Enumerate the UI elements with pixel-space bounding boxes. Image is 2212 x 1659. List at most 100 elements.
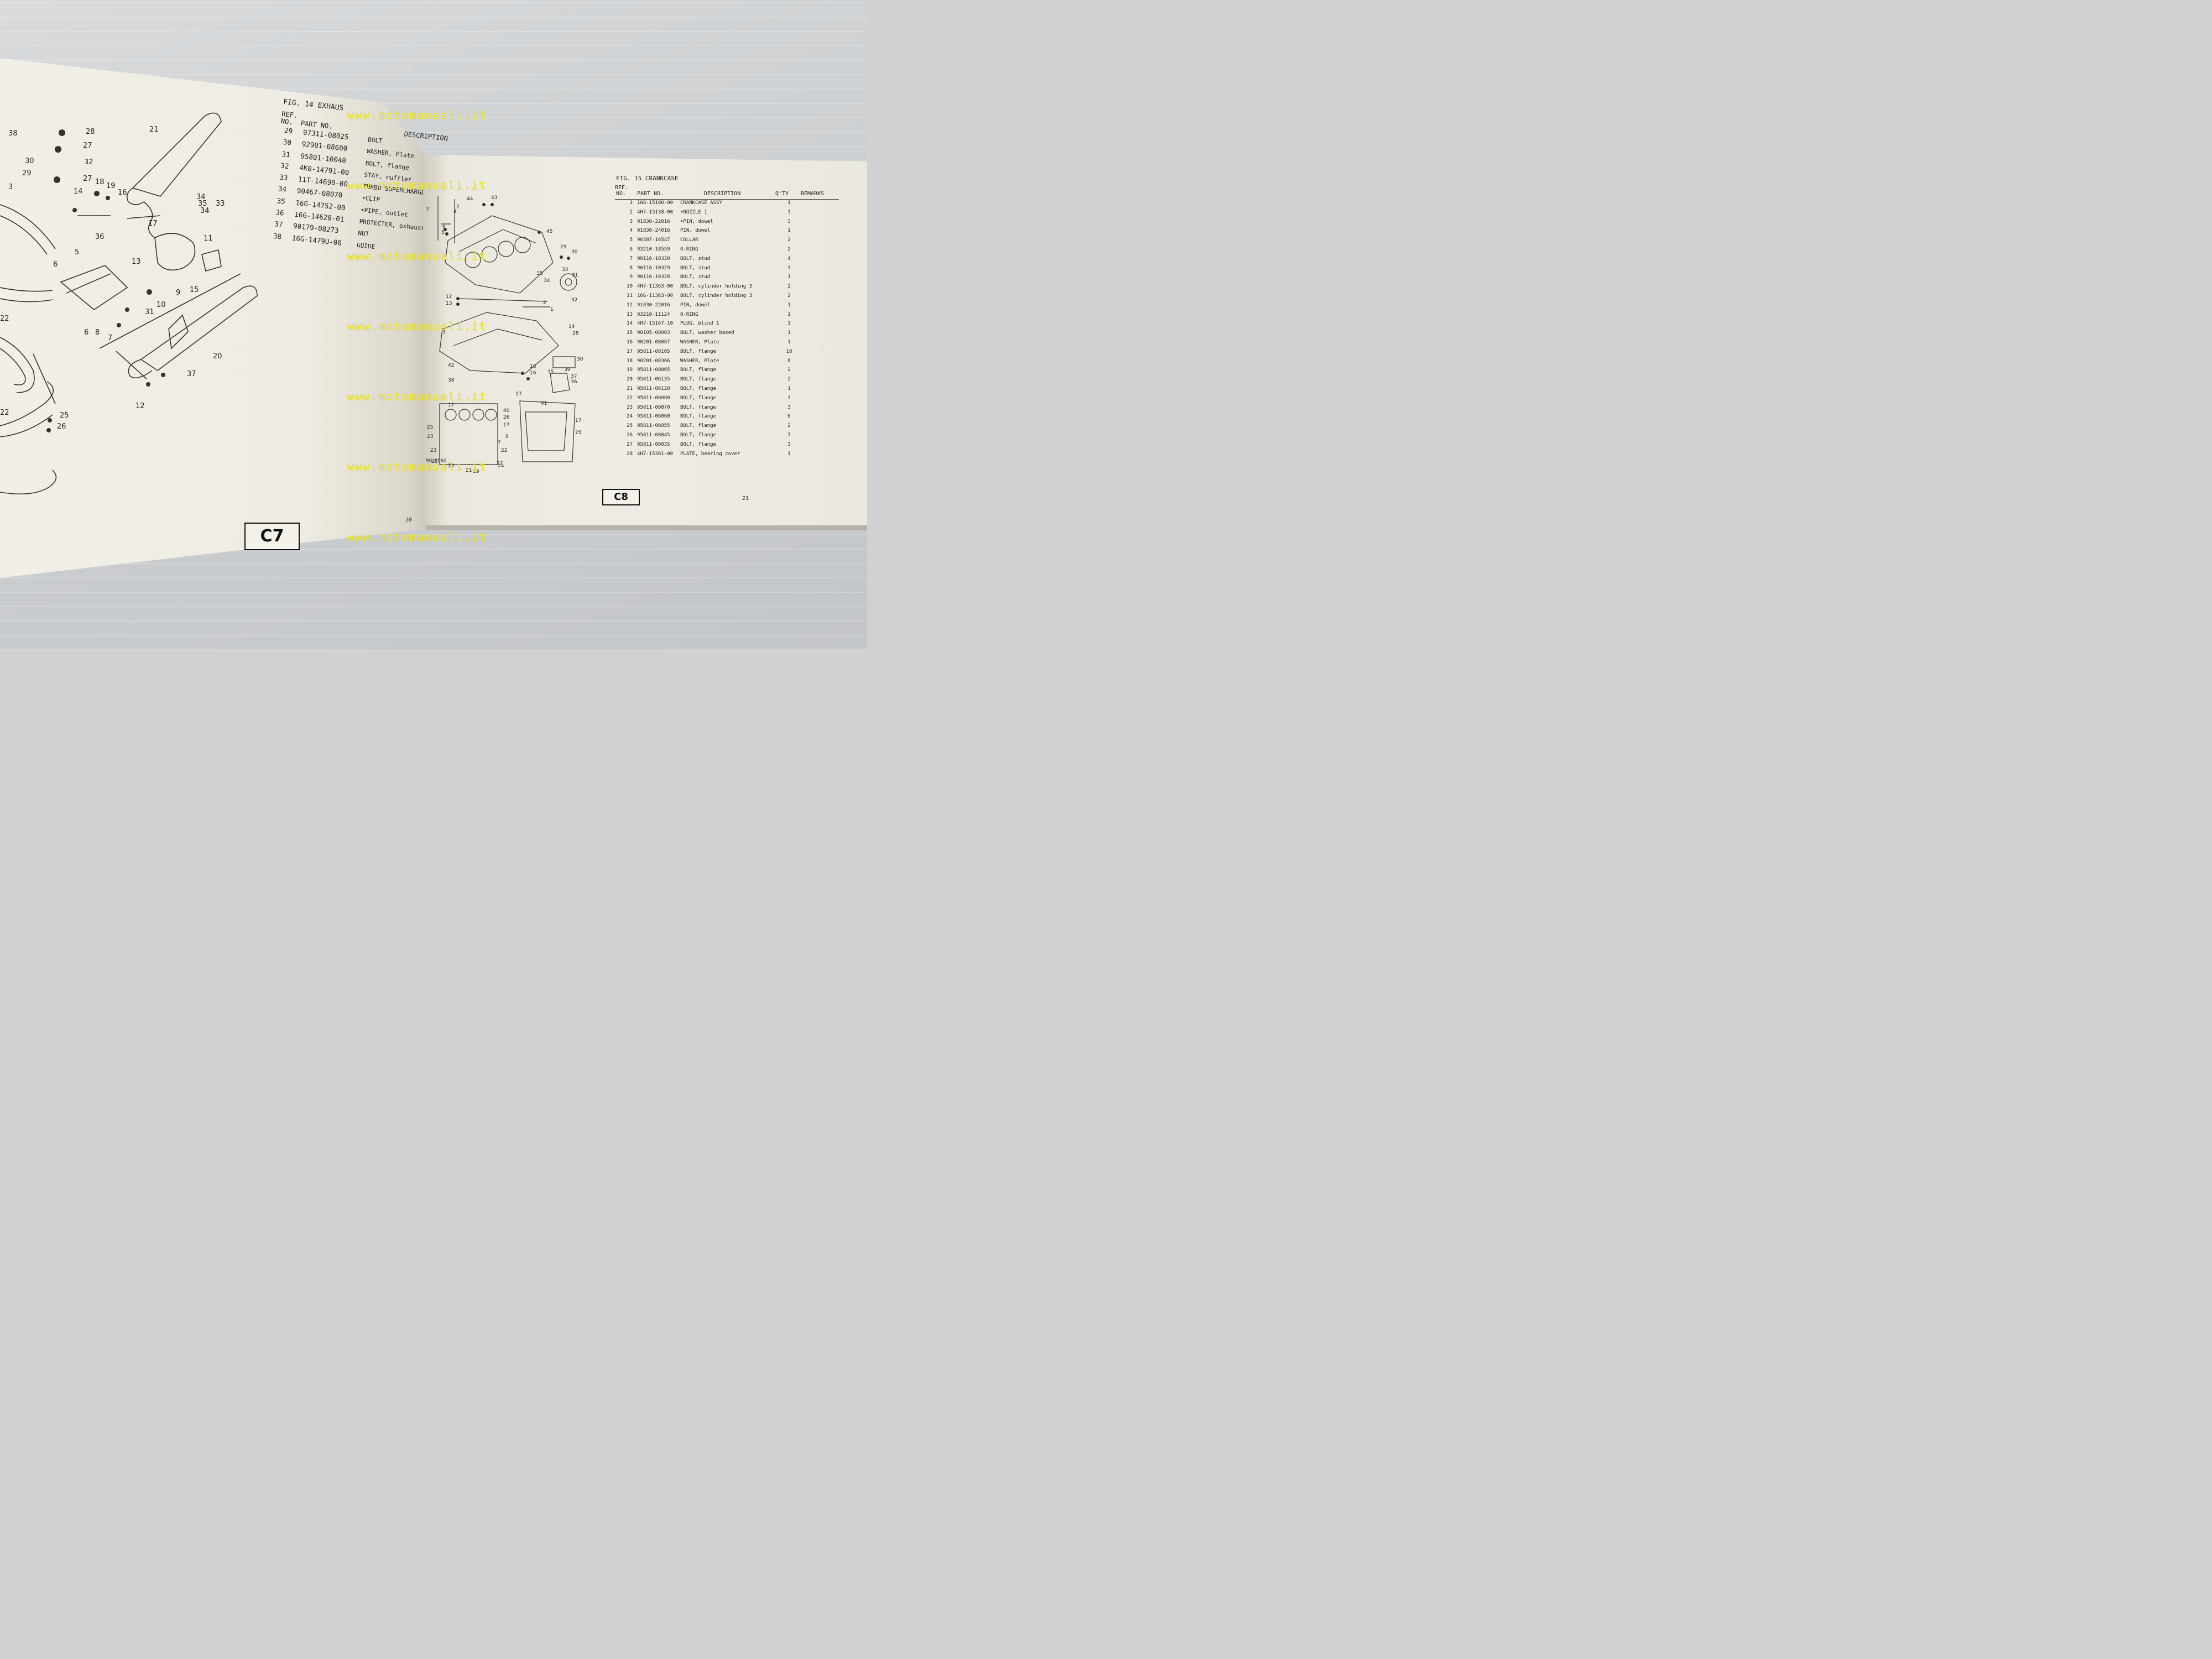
watermark-2: www.motomanuali.it (347, 179, 487, 192)
cell-desc: BOLT, flange (680, 432, 717, 438)
callout-label: 20 (448, 463, 455, 469)
cell-ref: 12 (627, 302, 633, 308)
cell-desc: •NOZZLE 1 (680, 209, 707, 215)
cell-part-no: 90387-16547 (637, 237, 670, 243)
cell-desc: BOLT, flange (680, 377, 717, 383)
callout-label: 37 (571, 374, 577, 379)
cell-qty: 1 (787, 302, 791, 308)
callout-label: 23 (427, 434, 433, 440)
cell-ref: 35 (276, 196, 286, 206)
cell-part-no: 93210-11124 (637, 311, 670, 317)
cell-desc: BOLT, stud (680, 265, 711, 271)
callout-label: 30 (571, 249, 578, 255)
callout-label: 17 (448, 403, 454, 408)
cell-part-no: 93210-18559 (637, 246, 670, 252)
watermark-6: www.motomanuali.it (347, 460, 487, 473)
callout-label: 41 (541, 401, 547, 406)
cell-part-no: 95811-06080 (637, 395, 670, 401)
description-header-right: DESCRIPTION (704, 191, 741, 197)
callout-label: 14 (568, 324, 575, 330)
callout-label: 33 (562, 267, 568, 273)
cell-ref: 18 (627, 358, 633, 364)
cell-qty: 2 (787, 367, 791, 373)
cell-ref: 28 (627, 451, 633, 457)
cell-ref: 34 (278, 184, 287, 194)
cell-ref: 26 (627, 432, 633, 438)
cell-part-no: 91830-24016 (637, 228, 670, 234)
cell-qty: 3 (787, 404, 791, 410)
cell-part-no: 90116-10328 (637, 274, 670, 280)
cell-desc: •PIN, dowel (680, 218, 713, 225)
cell-part-no: 4H7-15381-00 (637, 451, 674, 457)
cell-part-no: 95811-08065 (637, 367, 670, 373)
callout-label: 23 (430, 448, 436, 453)
cell-qty: 1 (787, 451, 791, 457)
callout-label: 30 (577, 357, 583, 362)
cell-qty: 1 (787, 339, 791, 345)
cell-part-no: 95811-06070 (637, 404, 670, 410)
cell-ref: 15 (627, 330, 633, 336)
cell-desc: O-RING (680, 246, 698, 252)
callout-label: 33 (216, 200, 225, 208)
watermark-5: www.motomanuali.it (347, 390, 487, 403)
cell-qty: 2 (787, 377, 791, 383)
callout-label: 17 (575, 418, 581, 424)
callout-label: 36 (571, 379, 577, 385)
cell-desc: COLLAR (680, 237, 698, 243)
part-no-header-right: PART NO. (637, 191, 664, 197)
cell-qty: 1 (787, 200, 791, 206)
callout-label: 31 (145, 308, 154, 316)
cell-part-no: 95811-06060 (637, 414, 670, 420)
cell-qty: 2 (787, 237, 791, 243)
page-number-right: 21 (742, 495, 749, 502)
fig-15-title: FIG. 15 CRANKCASE (616, 175, 679, 182)
callout-label: 29 (22, 169, 32, 178)
cell-ref: 20 (627, 377, 633, 383)
cell-part-no: 16G-11363-00 (637, 293, 674, 299)
callout-label: 5 (441, 230, 445, 236)
cell-qty: 2 (787, 293, 791, 299)
cell-ref: 10 (627, 284, 633, 290)
callout-label: 14 (74, 187, 83, 196)
callout-label: 35 (198, 200, 207, 208)
cell-part-no: 4H7-15167-10 (637, 321, 674, 327)
callout-label: 18 (530, 364, 536, 369)
cell-desc: O-RING (680, 311, 698, 317)
cell-ref: 13 (627, 311, 633, 317)
callout-label: 9 (176, 289, 180, 297)
cell-qty: 7 (787, 432, 791, 438)
callout-label: 19 (473, 469, 479, 474)
callout-label: 38 (8, 129, 18, 138)
cell-qty: 3 (787, 395, 791, 401)
callout-label: 29 (560, 244, 567, 250)
cell-ref: 3 (629, 218, 633, 225)
right-page (423, 155, 867, 525)
watermark-7: www.motomanuali.it (347, 530, 487, 544)
cell-ref: 17 (627, 348, 633, 354)
no-header-right: NO. (616, 191, 627, 197)
cell-ref: 38 (273, 231, 282, 241)
cell-desc: WASHER, Plate (680, 339, 719, 345)
callout-label: 27 (83, 175, 92, 183)
cell-qty: 1 (787, 321, 791, 327)
callout-label: 26 (503, 415, 510, 420)
callout-label: 13 (132, 258, 141, 266)
callout-label: 27 (83, 142, 92, 150)
cell-part-no: 90201-08366 (637, 358, 670, 364)
cell-qty: 1 (787, 274, 791, 280)
callout-label: 24 (498, 463, 504, 469)
callout-label: 34 (544, 278, 550, 284)
callout-label: 20 (213, 352, 222, 361)
callout-label: 25 (60, 411, 69, 420)
cell-ref: 11 (627, 293, 633, 299)
page-box-c7-label: C7 (260, 526, 284, 546)
cell-part-no: 95811-06120 (637, 385, 670, 392)
cell-desc: PLATE, bearing cover (680, 451, 740, 457)
callout-label: 15 (547, 369, 554, 375)
cell-qty: 1 (787, 330, 791, 336)
cell-ref: 9 (629, 274, 633, 280)
ref-header-right: REF. (615, 185, 629, 191)
cell-qty: 3 (787, 265, 791, 271)
